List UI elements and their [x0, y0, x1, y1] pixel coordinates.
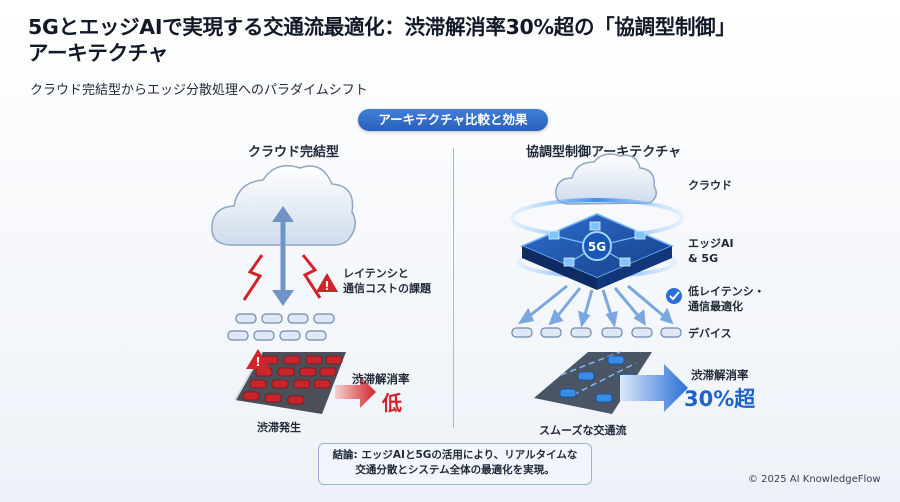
- chip-5g-text: 5G: [588, 240, 606, 254]
- latency-issue-label: レイテンシと 通信コストの課題: [343, 266, 431, 296]
- page-title: 5GとエッジAIで実現する交通流最適化：渋滞解消率30%超の「協調型制御」 アー…: [28, 14, 736, 66]
- left-rate-label: 渋滞解消率: [352, 372, 410, 386]
- left-result-arrow-icon: [335, 376, 376, 408]
- left-caption: 渋滞発生: [257, 421, 301, 434]
- right-rate-label: 渋滞解消率: [691, 368, 749, 382]
- title-line-1: 5GとエッジAIで実現する交通流最適化：渋滞解消率30%超の「協調型制御」: [28, 15, 736, 39]
- right-caption: スムーズな交通流: [539, 424, 627, 437]
- lightning-left-icon: [242, 254, 264, 301]
- latency-issue-label-line-2: 通信コストの課題: [343, 282, 431, 295]
- right-panel-heading: 協調型制御アーキテクチャ: [526, 145, 682, 160]
- cloud-link-arrow-icon: [272, 206, 294, 306]
- right-result-arrow-icon: [620, 364, 688, 412]
- latency-warning-icon: !: [316, 273, 338, 293]
- edge-ai-label-line-2: & 5G: [688, 252, 719, 265]
- lightning-right-icon: [301, 254, 322, 299]
- congestion-warning-icon: !: [246, 349, 270, 369]
- left-panel-heading: クラウド完結型: [248, 145, 340, 160]
- svg-text:!: !: [324, 279, 329, 293]
- svg-text:!: !: [255, 355, 260, 369]
- panel-divider: [453, 148, 454, 428]
- cloud-label: クラウド: [688, 179, 732, 192]
- latency-issue-label-line-1: レイテンシと: [343, 267, 409, 280]
- title-line-2: アーキテクチャ: [28, 41, 168, 65]
- right-device-cars: [511, 327, 682, 338]
- benefit-label: 低レイテンシ・ 通信最適化: [688, 284, 765, 314]
- benefit-check-icon: [666, 288, 682, 304]
- devices-label: デバイス: [688, 327, 732, 340]
- edge-distribution-arrows: [517, 284, 674, 328]
- edge-ai-chip-icon: [520, 213, 674, 290]
- conclusion-line-1: 結論: エッジAIと5Gの活用により、リアルタイムな: [332, 449, 578, 461]
- right-rate-value: 30%超: [684, 387, 756, 411]
- conclusion-line-2: 交通分散とシステム全体の最適化を実現。: [355, 464, 555, 476]
- page-subtitle: クラウド完結型からエッジ分散処理へのパラダイムシフト: [30, 83, 368, 98]
- copyright-text: © 2025 AI KnowledgeFlow: [748, 474, 881, 485]
- conclusion-box: 結論: エッジAIと5Gの活用により、リアルタイムな 交通分散とシステム全体の最…: [318, 443, 592, 485]
- right-cloud-icon: [555, 153, 657, 205]
- edge-ai-label-line-1: エッジAI: [688, 237, 734, 250]
- benefit-label-line-2: 通信最適化: [688, 300, 743, 313]
- left-rate-value: 低: [382, 391, 402, 415]
- left-cloud-icon: [211, 165, 356, 246]
- benefit-label-line-1: 低レイテンシ・: [688, 285, 765, 298]
- left-device-cars: [227, 313, 335, 341]
- edge-ai-label: エッジAI & 5G: [688, 236, 734, 266]
- section-badge: アーキテクチャ比較と効果: [358, 109, 548, 131]
